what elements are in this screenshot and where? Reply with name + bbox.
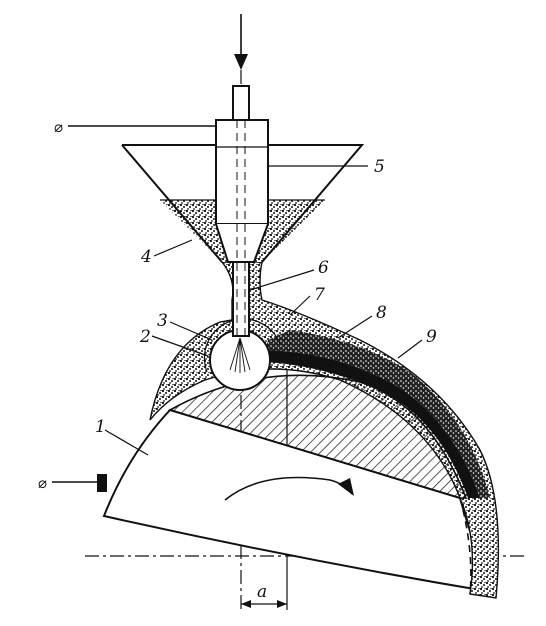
label-part-2: 2 xyxy=(139,327,151,347)
label-part-6: 6 xyxy=(318,258,329,278)
flux-hopper xyxy=(121,144,365,263)
label-part-9: 9 xyxy=(426,327,437,347)
leader-lines xyxy=(104,165,423,456)
dimension-label-a: a xyxy=(257,582,267,602)
terminal-symbol-icon: ⌀ xyxy=(38,474,47,492)
label-part-8: 8 xyxy=(376,303,387,323)
label-part-5: 5 xyxy=(374,157,385,177)
welding-arc xyxy=(229,337,251,373)
dimension-arrow-right xyxy=(277,600,287,608)
label-part-1: 1 xyxy=(95,417,106,437)
workpiece-terminal-clamp xyxy=(97,474,107,492)
label-part-7: 7 xyxy=(314,285,325,305)
wire-electrode xyxy=(232,85,250,121)
weld-bead-band xyxy=(265,350,480,498)
contact-tube-upper xyxy=(215,119,269,225)
dimension-arrow-left xyxy=(241,600,251,608)
rotation-arrow-head xyxy=(338,478,354,496)
label-part-3: 3 xyxy=(157,311,168,331)
label-part-4: 4 xyxy=(140,247,152,267)
slag-layer xyxy=(265,330,490,498)
terminal-symbol-icon: ⌀ xyxy=(54,118,63,136)
contact-nozzle xyxy=(232,261,250,337)
feed-arrow-head xyxy=(234,54,248,70)
